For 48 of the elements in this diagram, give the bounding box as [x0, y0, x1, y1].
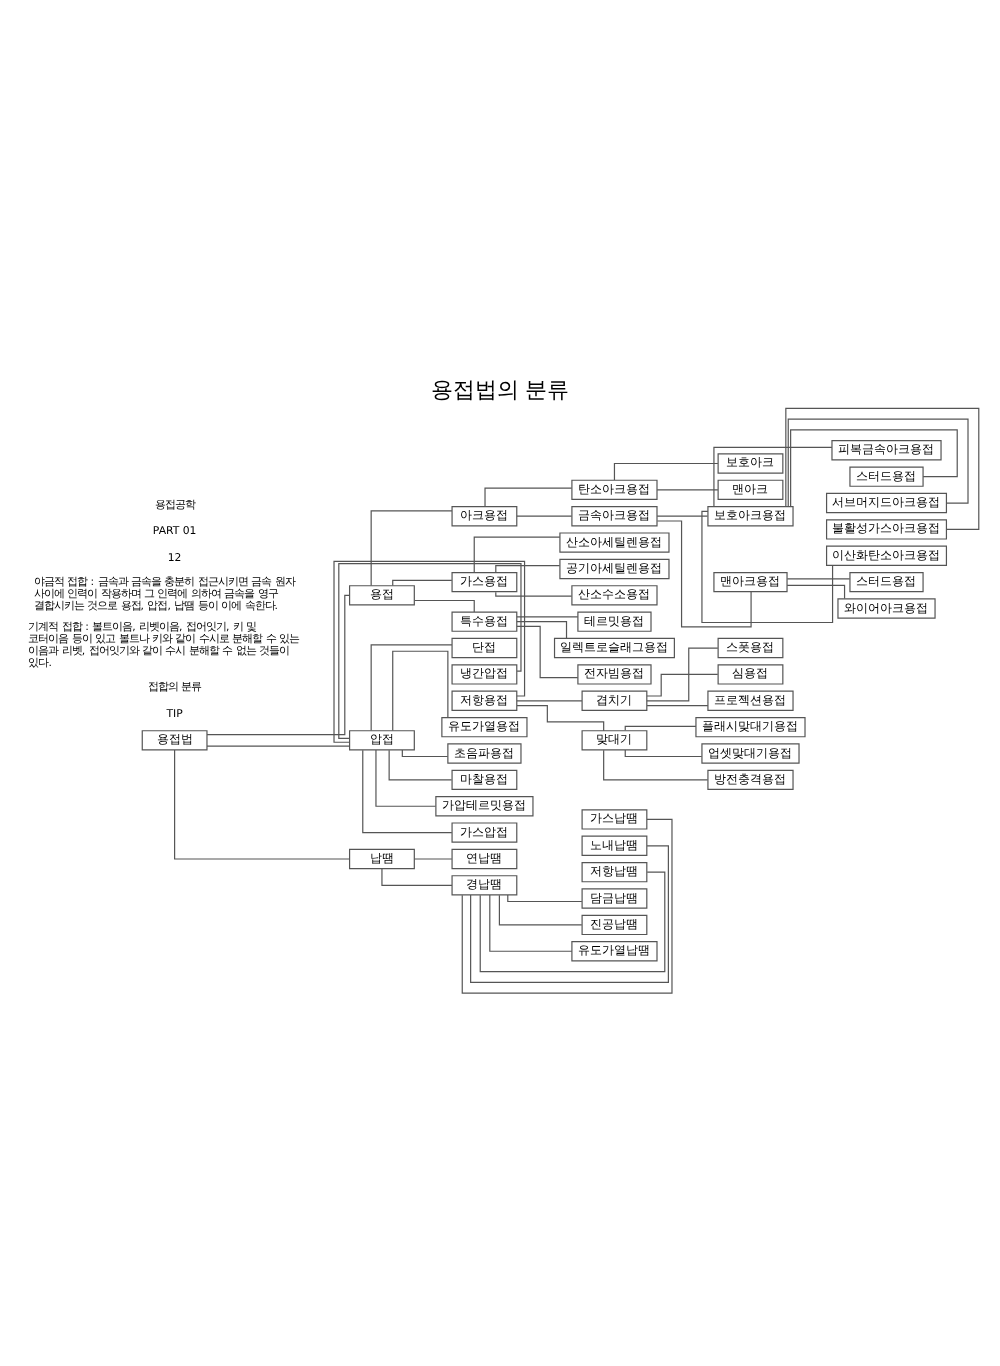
connector — [516, 703, 605, 731]
connector — [498, 893, 583, 925]
connector — [713, 445, 833, 506]
connector — [516, 624, 579, 678]
connector — [461, 817, 673, 993]
connector — [516, 615, 579, 617]
connector — [787, 417, 969, 507]
connector — [603, 748, 709, 780]
connector — [414, 598, 475, 612]
connector — [786, 577, 851, 579]
connector — [785, 406, 980, 529]
connector — [516, 699, 583, 701]
connector — [484, 486, 573, 506]
connector — [388, 748, 453, 780]
connector — [613, 461, 719, 480]
connector — [413, 857, 453, 859]
connector — [646, 672, 719, 696]
connector — [516, 620, 568, 638]
connector — [507, 893, 583, 902]
connector — [392, 649, 449, 731]
connector — [624, 748, 703, 757]
diagram-title: 용접법의 분류 — [430, 375, 570, 402]
connector — [362, 748, 453, 833]
connector — [516, 514, 573, 516]
connector — [656, 488, 719, 490]
connector — [495, 564, 561, 572]
connector — [656, 519, 752, 627]
connector — [489, 893, 573, 951]
connector — [206, 593, 350, 735]
connector — [656, 514, 709, 516]
connector — [786, 583, 846, 599]
connector — [401, 748, 449, 757]
connector — [624, 724, 697, 730]
connector — [174, 748, 351, 859]
connector — [473, 535, 561, 572]
connector — [392, 578, 453, 585]
connector — [375, 748, 437, 806]
connector — [370, 643, 453, 731]
connector — [381, 867, 453, 885]
connector — [646, 646, 719, 701]
connector — [370, 509, 453, 586]
connector — [701, 509, 834, 623]
connector — [646, 703, 709, 706]
connector — [470, 844, 669, 982]
connector — [479, 870, 666, 972]
connector — [790, 428, 958, 506]
connector — [206, 744, 351, 746]
connector — [495, 590, 573, 596]
